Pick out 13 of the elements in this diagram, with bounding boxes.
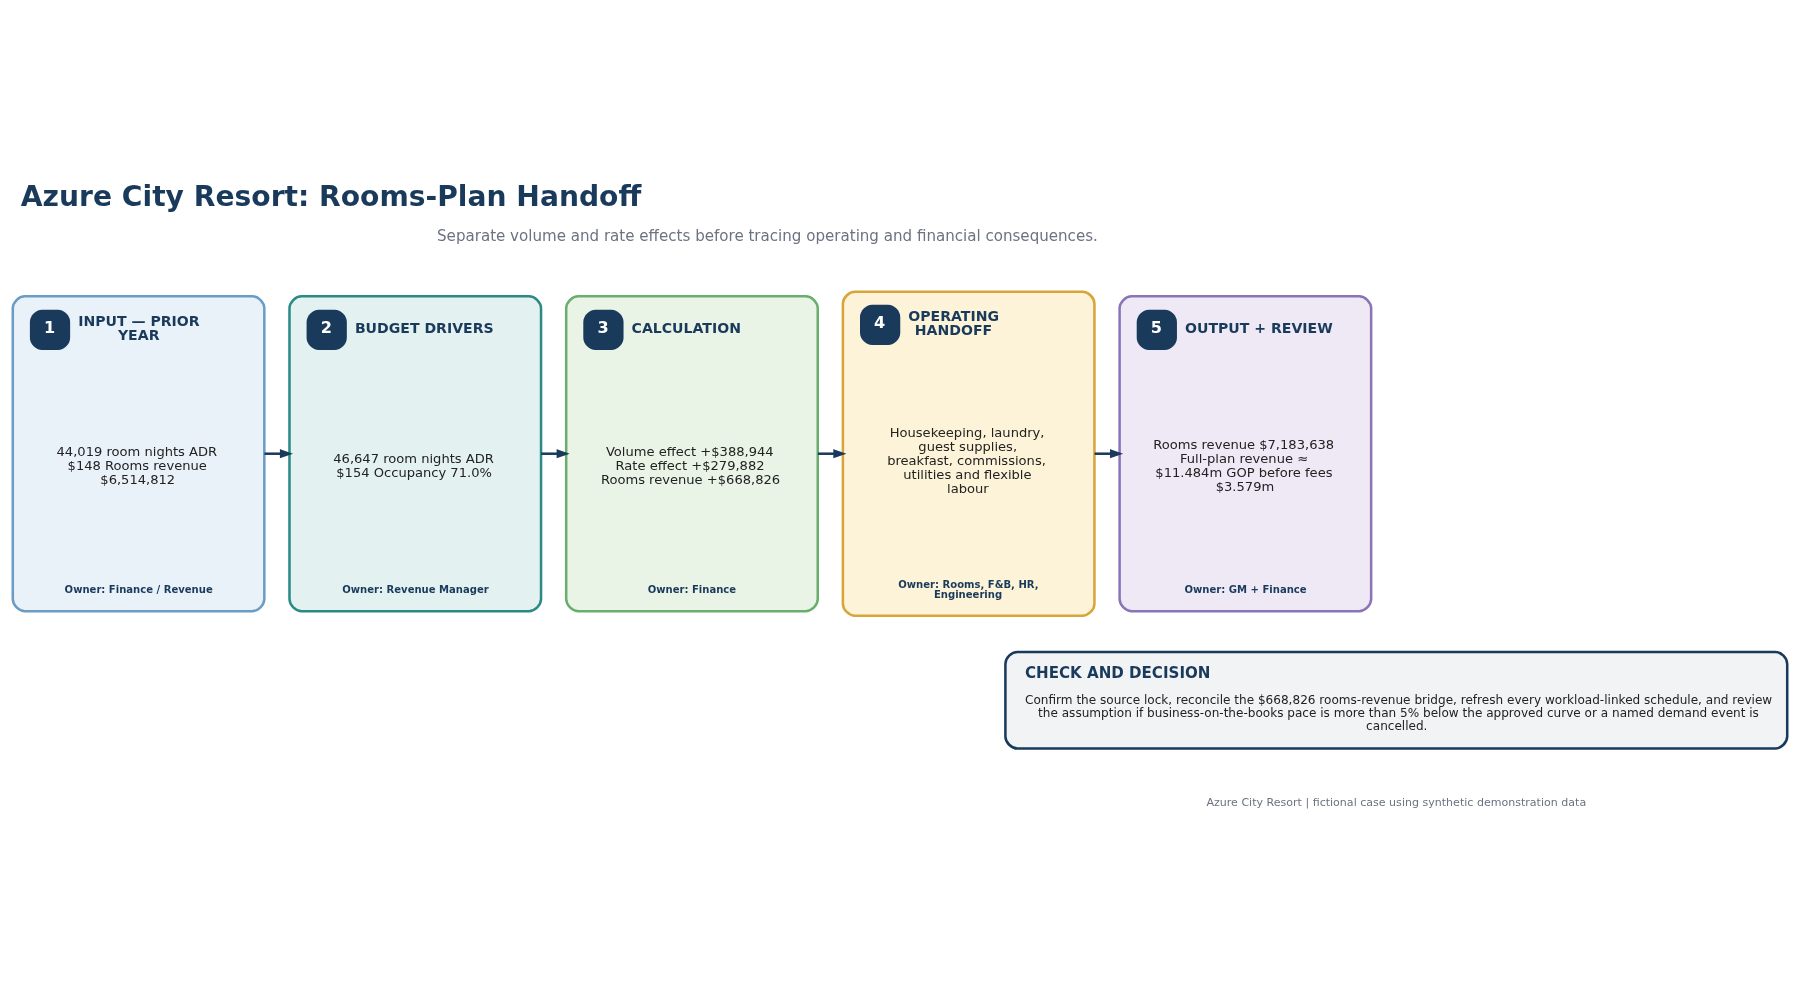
arrow	[541, 448, 570, 458]
node-box: 5 OUTPUT + REVIEW Rooms revenue $7,183,638 Full-plan revenue ≈ $11.484m GOP before fees $3.579m Owner: GM + Finance	[1118, 294, 1373, 612]
node-box: CHECK AND DECISION Confirm the source lock, reconcile the $668,826 rooms-revenue bridge, refresh every workload-linked schedule, and review the assumption if business-on-the-books pace is more than 5% below the approved curve or a named demand event is cancelled.	[1004, 650, 1789, 750]
arrow	[1094, 448, 1124, 458]
label: Separate volume and rate effects before tracing operating and financial consequences.	[437, 226, 1098, 245]
label: Azure City Resort | fictional case using synthetic demonstration data	[1206, 795, 1587, 809]
arrow	[817, 448, 847, 458]
node-box: 2 BUDGET DRIVERS 46,647 room nights ADR $154 Occupancy 71.0% Owner: Revenue Manager	[288, 294, 543, 612]
diagram-title: Azure City Resort: Rooms-Plan Handoff	[20, 179, 642, 213]
node-box: 1 INPUT — PRIOR YEAR 44,019 room nights ADR $148 Rooms revenue $6,514,812 Owner: Finance / Revenue	[11, 294, 266, 612]
node-box: 4 OPERATING HANDOFF Housekeeping, laundry, guest supplies, breakfast, commissions, utilities and flexible labour Owner: Rooms, F&B, HR, Engineering	[841, 289, 1096, 617]
node-box: 3 CALCULATION Volume effect +$388,944 Rate effect +$279,882 Rooms revenue +$668,826 Owner: Finance	[564, 294, 819, 612]
arrow	[264, 448, 294, 458]
